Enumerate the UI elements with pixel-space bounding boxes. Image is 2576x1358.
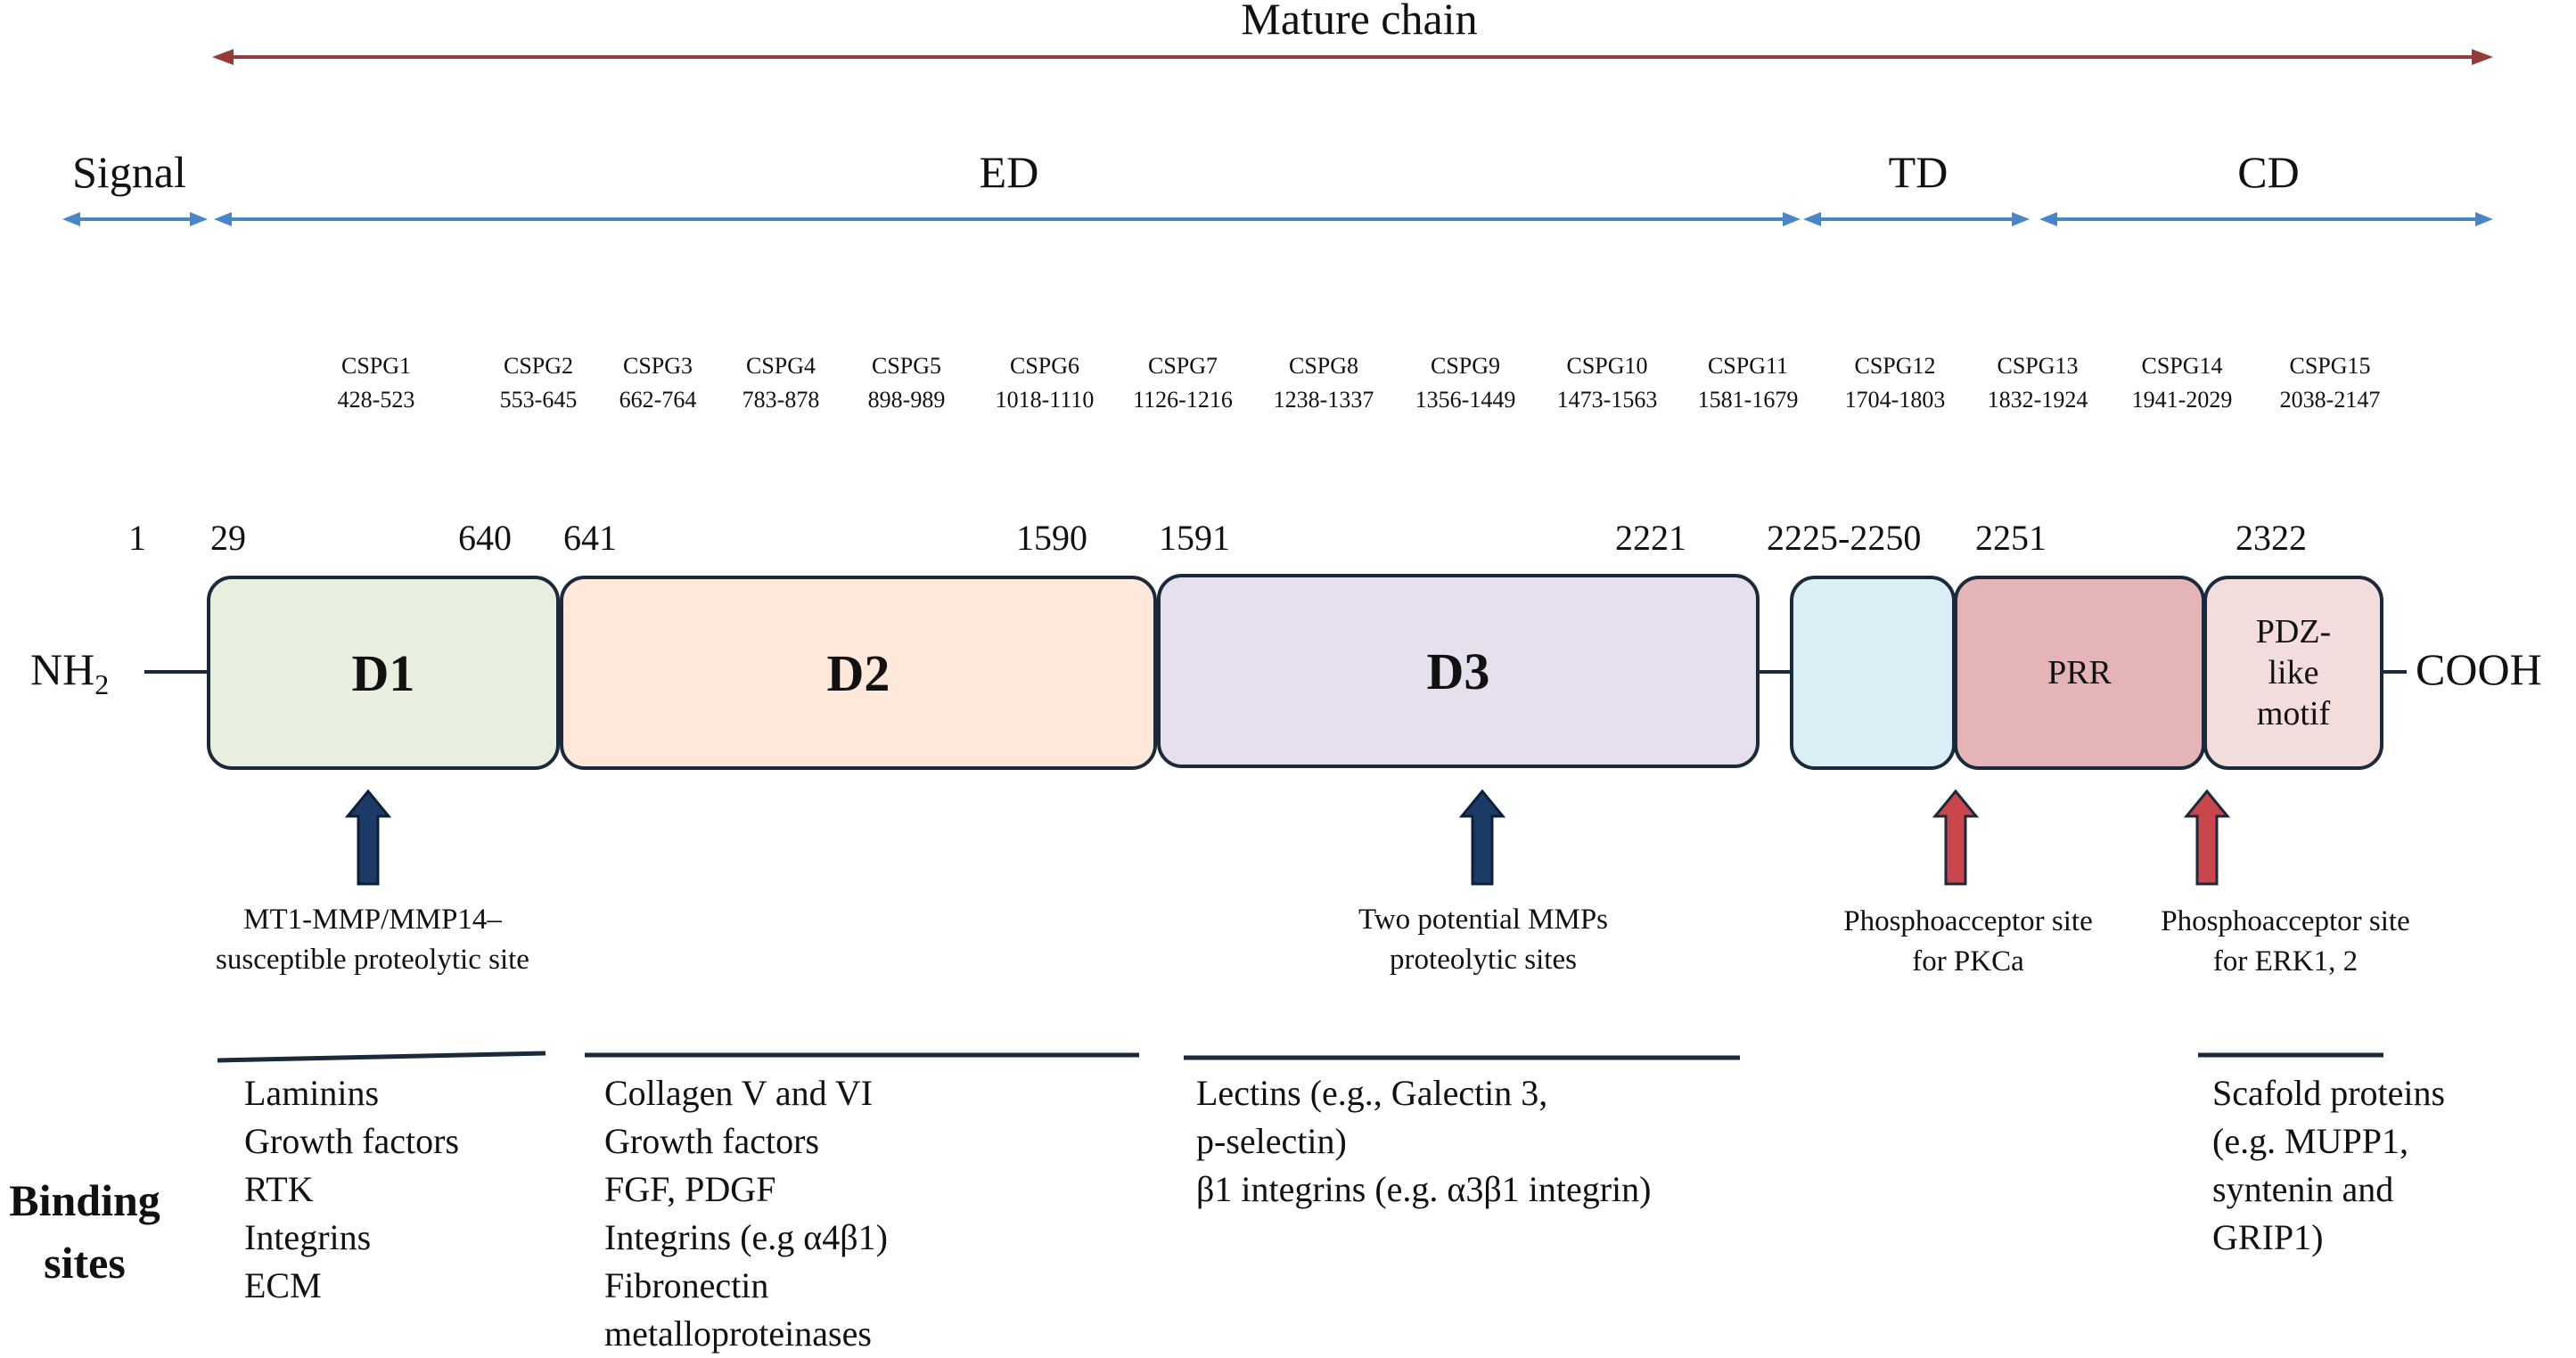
d2-binding-list: Collagen V and VI Growth factors FGF, PD… [604, 1069, 888, 1358]
domain-d1-label: D1 [351, 643, 415, 702]
binding-item: β1 integrins (e.g. α3β1 integrin) [1196, 1169, 1652, 1209]
domain-pdz-like-motif: PDZ- like motif [2203, 576, 2383, 770]
pkc-site-arrow [1932, 789, 1980, 886]
erk-site-arrow [2183, 789, 2231, 886]
binding-item: Laminins [244, 1073, 380, 1113]
domain-d3: D3 [1157, 574, 1760, 768]
binding-item: Integrins (e.g α4β1) [604, 1217, 888, 1257]
binding-item: p-selectin) [1196, 1121, 1347, 1161]
domain-d1: D1 [207, 576, 560, 770]
mature-chain-label: Mature chain [1241, 0, 1478, 44]
cd-label: CD [2237, 147, 2300, 197]
position-1: 1 [128, 518, 146, 558]
position-1591: 1591 [1159, 518, 1230, 558]
position-641: 641 [563, 518, 617, 558]
mmp14-site-note: MT1-MMP/MMP14–susceptible proteolytic si… [216, 904, 529, 976]
binding-item: GRIP1) [2212, 1217, 2324, 1257]
position-2322: 2322 [2236, 518, 2307, 558]
binding-item: Growth factors [604, 1121, 820, 1161]
position-2225-2250: 2225-2250 [1767, 518, 1922, 558]
binding-item: FGF, PDGF [604, 1169, 776, 1209]
d3-binding-list: Lectins (e.g., Galectin 3, p-selectin) β… [1196, 1069, 1651, 1214]
cd-binding-list: Scafold proteins (e.g. MUPP1, syntenin a… [2212, 1069, 2445, 1262]
binding-item: Integrins [244, 1217, 372, 1257]
position-2251: 2251 [1975, 518, 2047, 558]
position-29: 29 [210, 518, 246, 558]
position-1590: 1590 [1016, 518, 1087, 558]
cd-arrow [2039, 212, 2493, 226]
ed-arrow [214, 212, 1801, 226]
transmembrane-domain [1790, 576, 1956, 770]
td-label: TD [1888, 147, 1948, 197]
binding-item: syntenin and [2212, 1169, 2394, 1209]
position-2221: 2221 [1615, 518, 1686, 558]
position-640: 640 [458, 518, 512, 558]
binding-item: (e.g. MUPP1, [2212, 1121, 2409, 1161]
mature-chain-arrow [212, 49, 2493, 65]
binding-item: metalloproteinases [604, 1313, 872, 1354]
binding-item: Fibronectin [604, 1265, 769, 1305]
domain-prr-label: PRR [2047, 654, 2112, 691]
n-terminus-label: NH2 [30, 644, 110, 700]
td-arrow [1803, 212, 2030, 226]
domain-d3-label: D3 [1426, 642, 1490, 700]
domain-pdz-label: PDZ- like motif [2255, 613, 2332, 732]
domain-d2: D2 [560, 576, 1157, 770]
d1-binding-list: Laminins Growth factors RTK Integrins EC… [244, 1069, 459, 1310]
c-terminus-label: COOH [2416, 644, 2542, 694]
binding-item: Scafold proteins [2212, 1073, 2446, 1113]
binding-item: RTK [244, 1169, 314, 1209]
d3-cleavage-arrow [1458, 789, 1506, 886]
binding-item: ECM [244, 1265, 322, 1305]
domain-prr: PRR [1954, 576, 2205, 770]
ed-label: ED [979, 147, 1039, 197]
d1-cleavage-arrow [344, 789, 392, 886]
binding-item: Growth factors [244, 1121, 460, 1161]
binding-item: Collagen V and VI [604, 1073, 874, 1113]
signal-label: Signal [72, 147, 186, 197]
signal-arrow [62, 212, 208, 226]
d1-binding-rule [217, 1051, 546, 1063]
domain-d2-label: D2 [826, 643, 890, 702]
binding-item: Lectins (e.g., Galectin 3, [1196, 1073, 1548, 1113]
